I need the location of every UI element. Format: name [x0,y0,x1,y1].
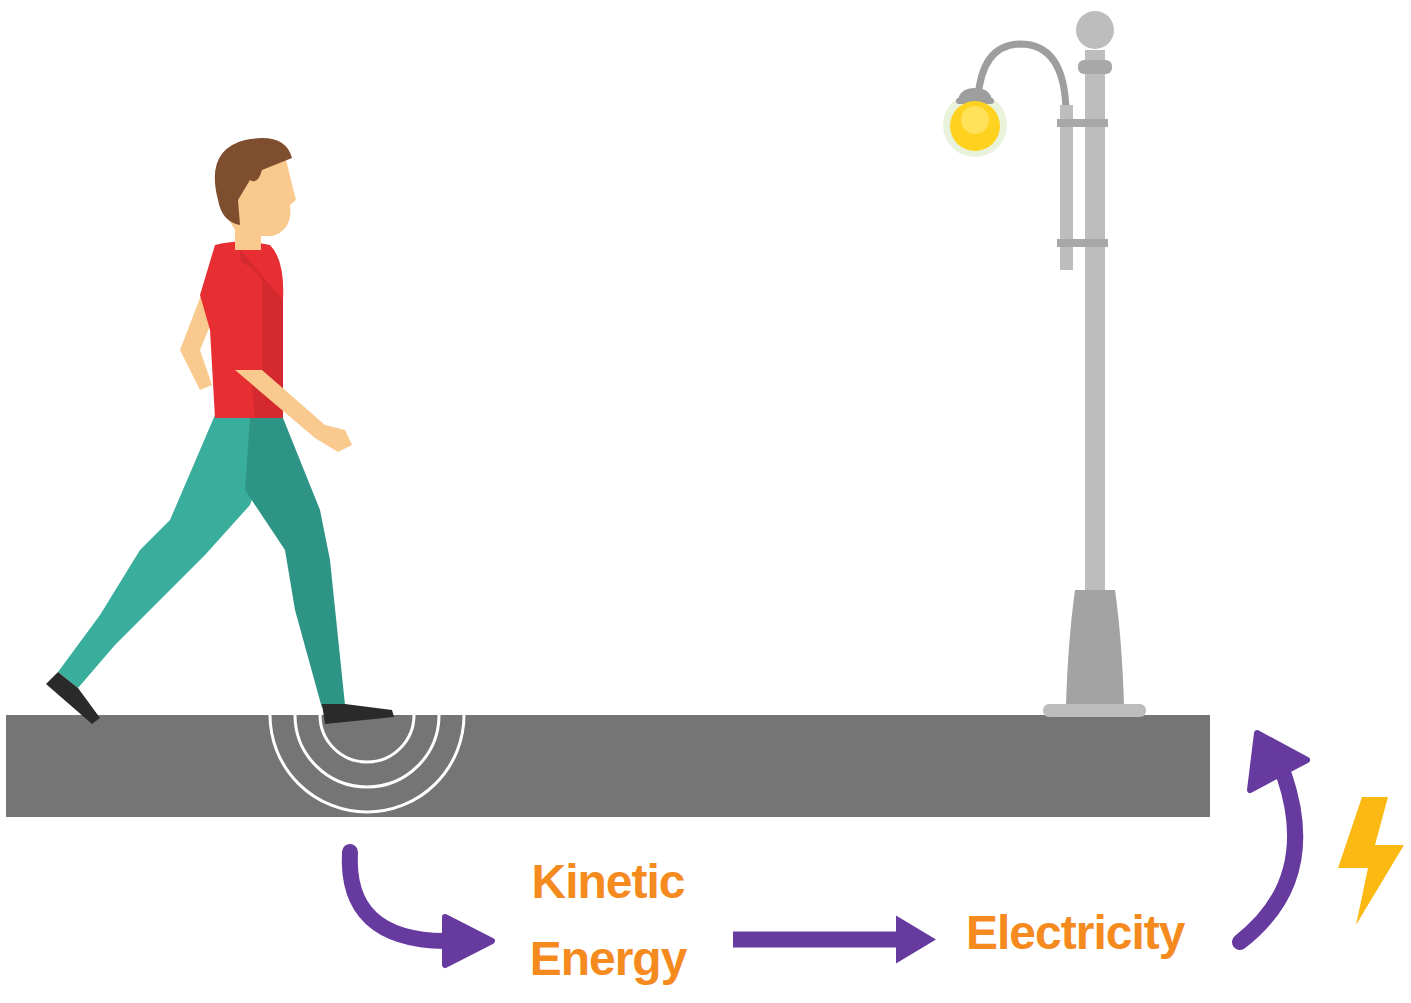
walking-person [46,138,394,724]
pavement [6,715,1210,817]
street-lamp [943,11,1146,717]
lightning-bolt [1338,797,1404,925]
stage-label: Kinetic Energy [513,844,703,998]
stage-label: Electricity [966,895,1184,972]
flow-arrow [733,915,936,963]
curved-arrow [350,852,492,965]
energy-label-node: Electricity [966,895,1184,972]
energy-label-node: Kinetic Energy [513,844,703,998]
vibration-ripples [270,715,464,812]
curved-arrow [1240,733,1307,942]
arrow-shaft [733,931,898,947]
arrow-head [896,915,936,963]
